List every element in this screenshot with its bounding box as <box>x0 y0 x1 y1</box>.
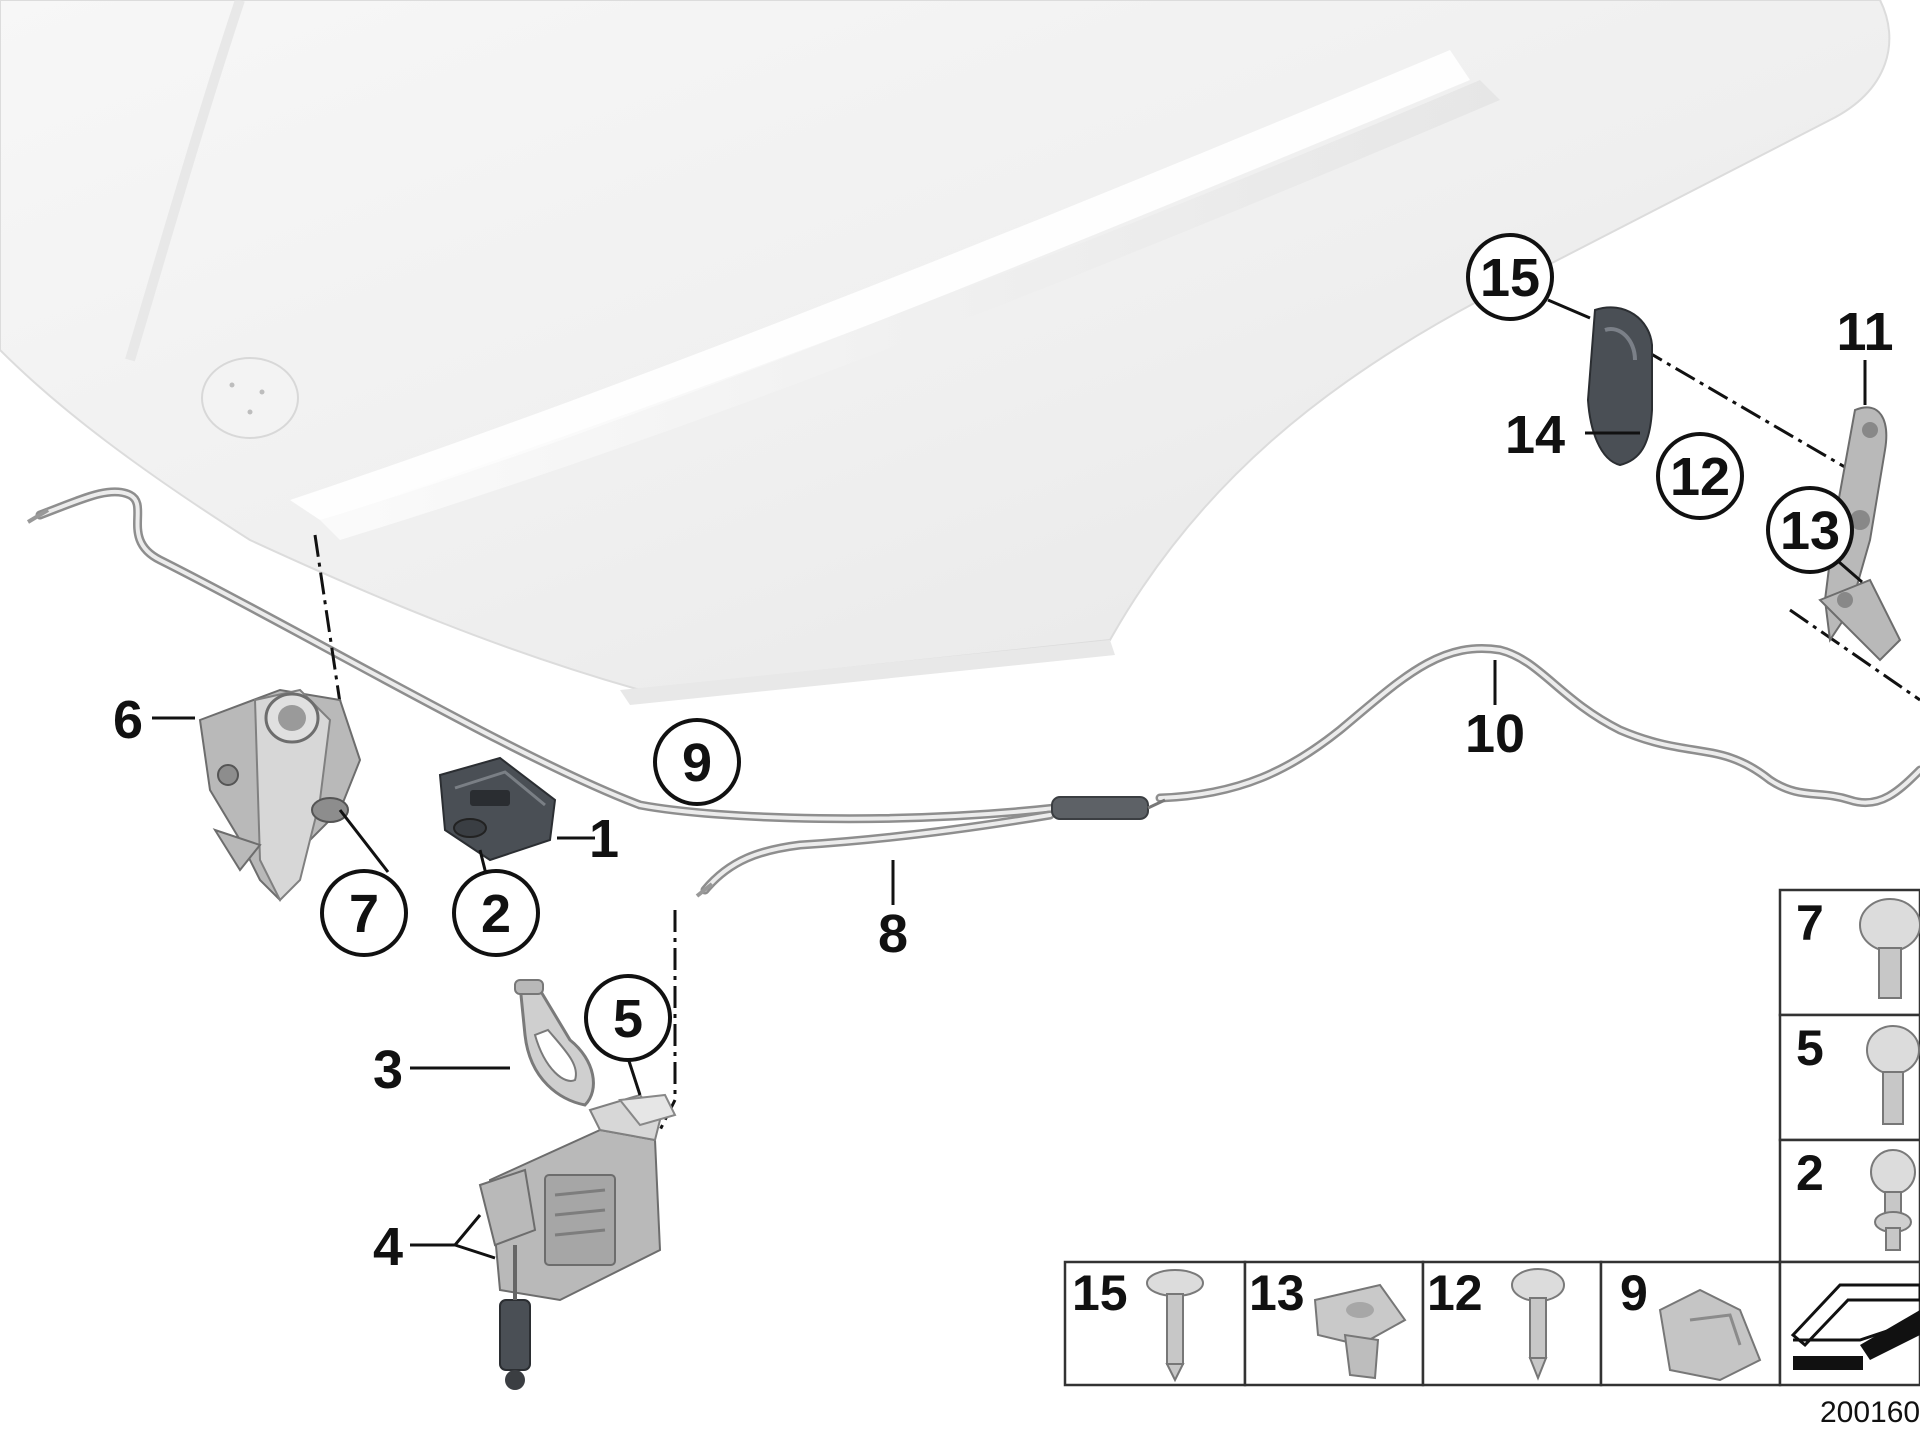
screw-5-icon <box>1866 1025 1920 1125</box>
callout-2: 2 <box>481 884 511 944</box>
screw-12-icon <box>1511 1268 1565 1381</box>
leader-lines <box>152 298 1867 1260</box>
table-label-13: 13 <box>1249 1265 1305 1321</box>
nut-13-icon <box>1313 1283 1407 1380</box>
table-label-2: 2 <box>1796 1145 1824 1201</box>
callout-9: 9 <box>682 733 712 793</box>
callout-15: 15 <box>1480 248 1540 308</box>
callout-labels: 1 2 3 4 5 6 7 8 9 10 11 12 13 14 15 <box>113 248 1894 1277</box>
table-label-5: 5 <box>1796 1020 1824 1076</box>
table-label-12: 12 <box>1427 1265 1483 1321</box>
hood-catch-part <box>198 688 362 902</box>
screw-15-icon <box>1146 1269 1204 1383</box>
hood-lock-part <box>478 1093 677 1390</box>
clip-9-icon <box>1658 1288 1762 1382</box>
screw-2-icon <box>1870 1149 1916 1251</box>
hood-buffer-part <box>438 756 557 862</box>
callout-6: 6 <box>113 690 143 750</box>
washer-nozzle-cap <box>201 357 299 439</box>
callout-5: 5 <box>613 989 643 1049</box>
arrow-symbol-icon <box>1790 1283 1920 1370</box>
cable-junction <box>1051 796 1149 820</box>
callout-13: 13 <box>1780 501 1840 561</box>
bracket-loop-part <box>514 979 595 1107</box>
table-label-7: 7 <box>1796 895 1824 951</box>
callout-11: 11 <box>1836 302 1893 362</box>
callout-3: 3 <box>373 1040 403 1100</box>
callout-10: 10 <box>1465 704 1525 764</box>
callout-4: 4 <box>373 1217 403 1277</box>
engine-hood <box>0 0 1891 705</box>
callout-8: 8 <box>878 904 908 964</box>
hinge-part <box>1586 306 1902 662</box>
table-label-9: 9 <box>1620 1265 1648 1321</box>
fastener-table: 7 5 2 15 13 12 9 <box>1063 888 1920 1387</box>
table-label-15: 15 <box>1072 1265 1128 1321</box>
bowden-cables <box>26 487 1920 898</box>
callout-14: 14 <box>1505 405 1565 465</box>
screw-7-icon <box>1859 898 1920 999</box>
reference-number: 200160 <box>1820 1396 1920 1429</box>
callout-circles <box>320 233 1854 1062</box>
callout-1: 1 <box>589 809 619 869</box>
callout-7: 7 <box>349 884 379 944</box>
callout-12: 12 <box>1670 447 1730 507</box>
